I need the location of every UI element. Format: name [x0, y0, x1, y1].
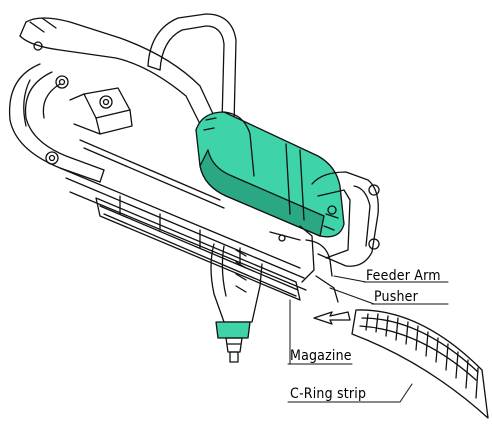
- magazine-channel: [95, 195, 301, 301]
- rear-guard: [8, 63, 105, 183]
- motor-housing: [195, 111, 345, 238]
- side-rails: [59, 139, 307, 291]
- feeder-arm-assembly: [269, 225, 339, 303]
- magazine-label: Magazine: [290, 348, 352, 364]
- mounting-bracket: [69, 87, 133, 135]
- c-ring-strip-label: C-Ring strip: [290, 386, 367, 402]
- leader-lines: [287, 275, 449, 403]
- c-ring-strip: [351, 309, 489, 419]
- rear-frame: [19, 17, 215, 125]
- air-fitting: [215, 321, 251, 363]
- pusher-label: Pusher: [374, 289, 419, 305]
- feeder-arm-label: Feeder Arm: [366, 268, 441, 284]
- feed-direction-arrow: [313, 311, 351, 325]
- front-head: [311, 171, 380, 267]
